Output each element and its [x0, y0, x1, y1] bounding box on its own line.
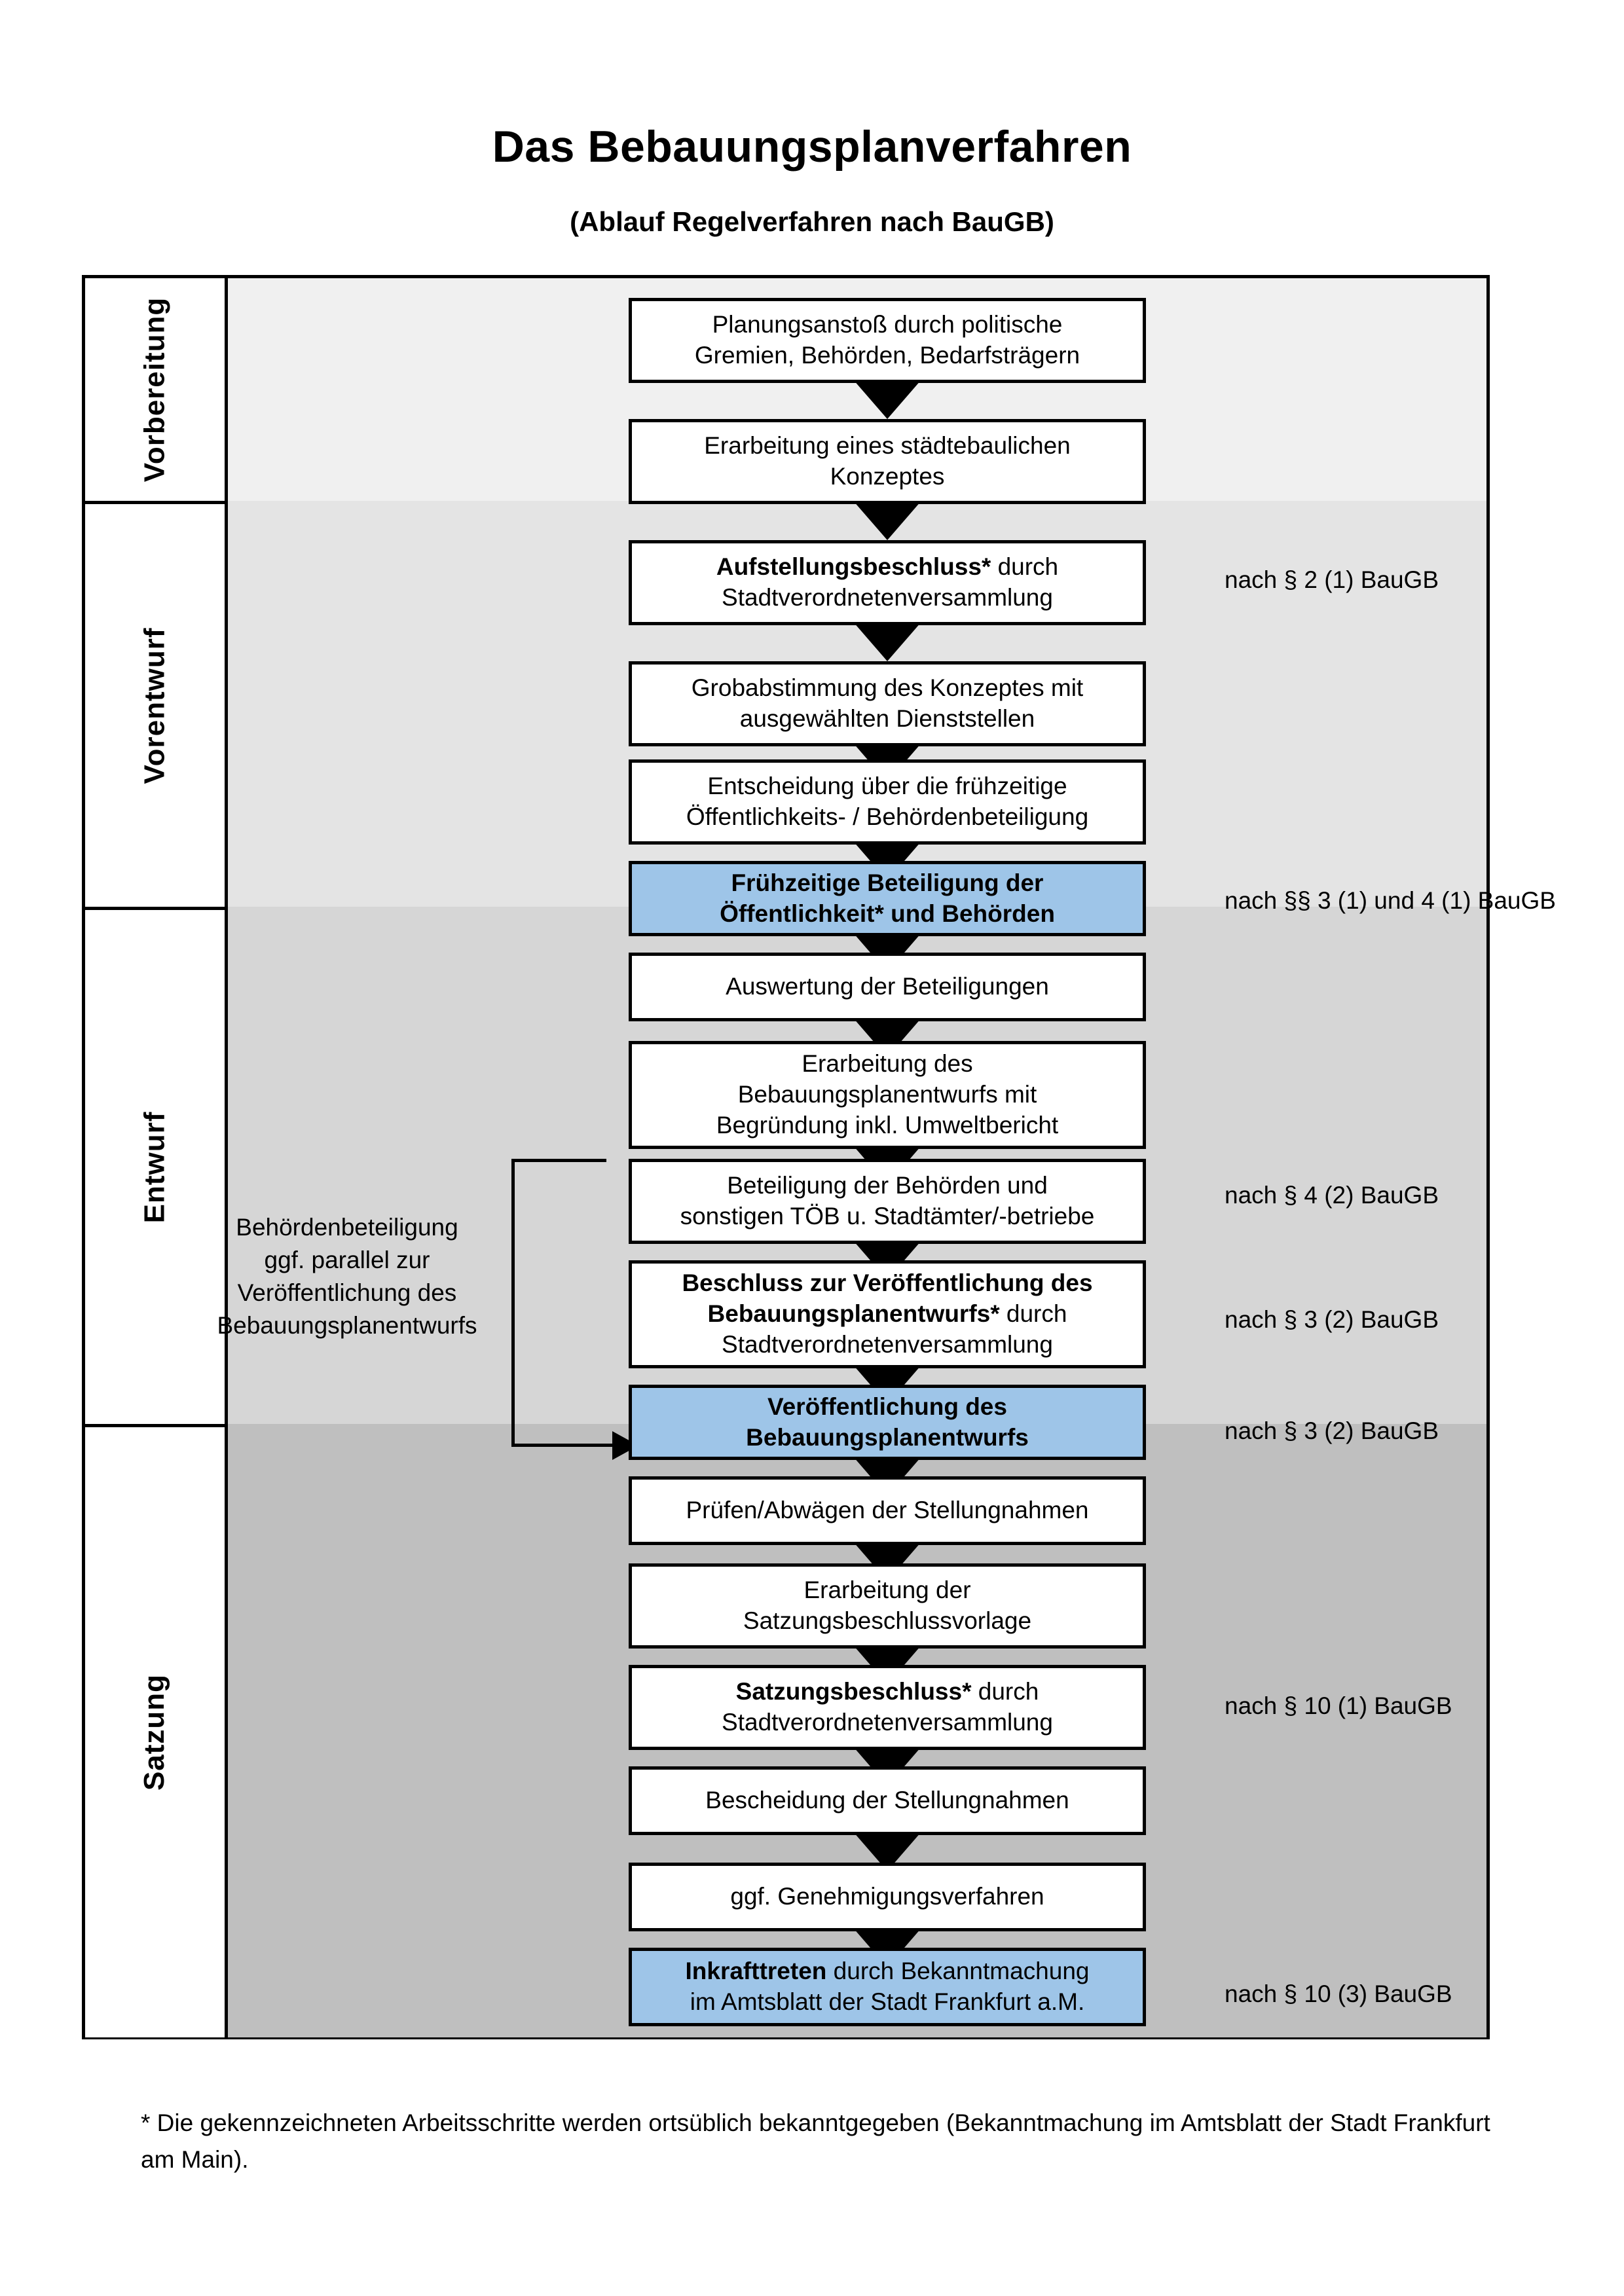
connector-arrow: [853, 380, 921, 419]
phase-label-text: Satzung: [138, 1673, 171, 1791]
flow-step-text: Auswertung der Beteiligungen: [726, 973, 1049, 1000]
phase-label-vorbereitung: Vorbereitung: [85, 278, 228, 501]
connector-arrow: [853, 622, 921, 661]
phase-divider: [85, 501, 228, 504]
phase-label-vorentwurf: Vorentwurf: [85, 504, 228, 907]
loop-connector-top: [511, 1159, 606, 1162]
phase-label-entwurf: Entwurf: [85, 910, 228, 1424]
sidenote-line-4: Bebauungsplanentwurfs: [217, 1311, 477, 1339]
sidenote-line-2: ggf. parallel zur: [264, 1246, 430, 1273]
loop-connector-left: [511, 1159, 515, 1447]
legal-note-2: nach §§ 3 (1) und 4 (1) BauGB: [1225, 887, 1556, 914]
flow-step-bescheidung-stellungnahmen[interactable]: Bescheidung der Stellungnahmen: [629, 1766, 1146, 1835]
phase-label-text: Vorbereitung: [138, 297, 171, 483]
phase-label-satzung: Satzung: [85, 1427, 228, 2037]
phase-label-text: Vorentwurf: [138, 627, 171, 784]
flowchart-frame: Vorbereitung Vorentwurf Entwurf Satzung …: [82, 275, 1556, 2039]
flow-step-text: Prüfen/Abwägen der Stellungnahmen: [686, 1497, 1089, 1523]
flow-step-text: ggf. Genehmigungsverfahren: [730, 1883, 1044, 1910]
legal-note-4: nach § 3 (2) BauGB: [1225, 1306, 1439, 1333]
sidenote-line-3: Veröffentlichung des: [237, 1279, 457, 1306]
phase-divider: [85, 1424, 228, 1427]
sidenote-line-1: Behördenbeteiligung: [236, 1214, 458, 1241]
flow-step-auswertung-beteiligungen[interactable]: Auswertung der Beteiligungen: [629, 953, 1146, 1021]
flow-step-genehmigungsverfahren[interactable]: ggf. Genehmigungsverfahren: [629, 1863, 1146, 1931]
legal-note-3: nach § 4 (2) BauGB: [1225, 1182, 1439, 1209]
page-subtitle: (Ablauf Regelverfahren nach BauGB): [570, 206, 1054, 237]
phase-divider: [85, 907, 228, 910]
loop-connector-bottom: [511, 1444, 616, 1447]
page-title: Das Bebauungsplanverfahren: [492, 122, 1132, 172]
phase-label-text: Entwurf: [138, 1111, 171, 1223]
connector-arrow: [853, 501, 921, 540]
legal-note-7: nach § 10 (3) BauGB: [1225, 1980, 1452, 2007]
legal-note-5: nach § 3 (2) BauGB: [1225, 1417, 1439, 1444]
legal-note-1: nach § 2 (1) BauGB: [1225, 566, 1439, 593]
footnote: * Die gekennzeichneten Arbeitsschritte w…: [141, 2109, 1490, 2173]
legal-note-6: nach § 10 (1) BauGB: [1225, 1692, 1452, 1719]
sidenote-behoerdenbeteiligung: Behördenbeteiligung ggf. parallel zur Ve…: [177, 1211, 517, 1342]
flow-step-pruefen-abwaegen[interactable]: Prüfen/Abwägen der Stellungnahmen: [629, 1476, 1146, 1545]
flow-step-text: Bescheidung der Stellungnahmen: [705, 1787, 1069, 1813]
